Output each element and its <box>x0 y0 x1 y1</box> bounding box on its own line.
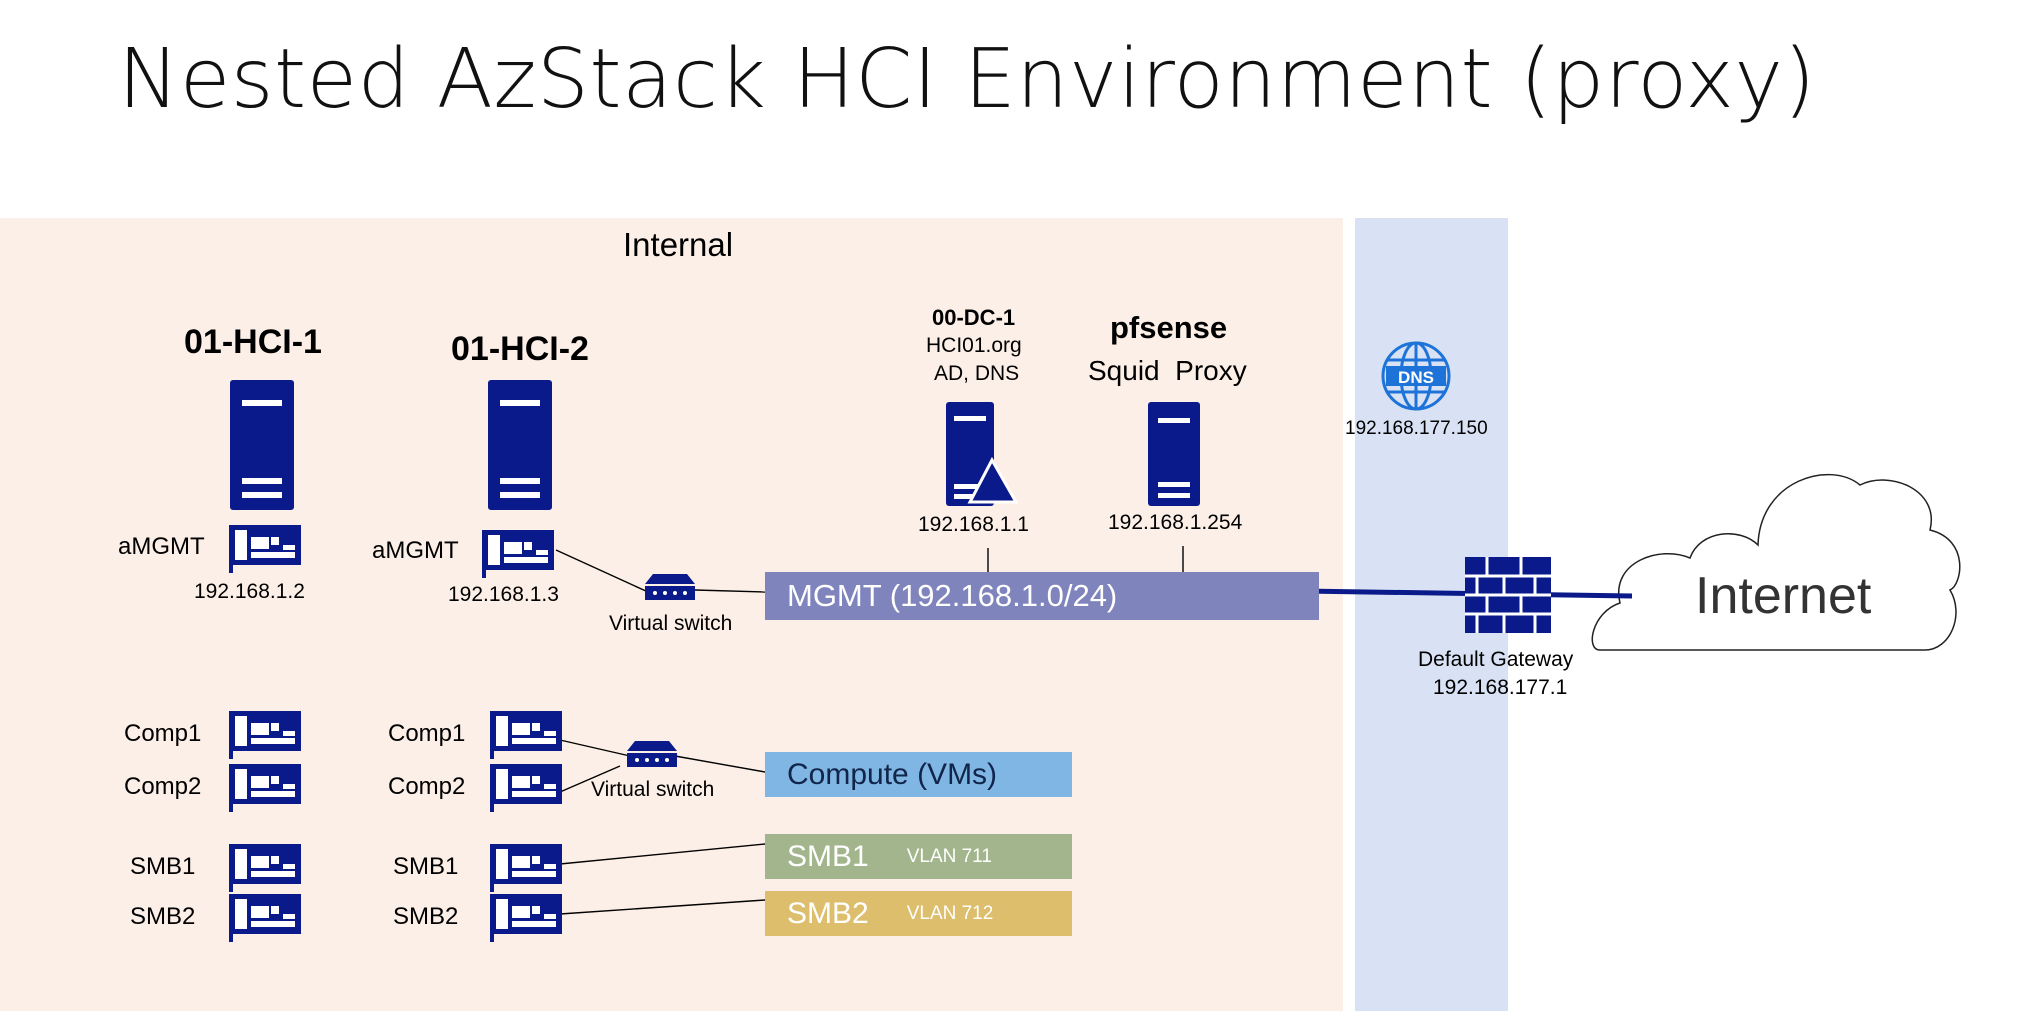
host1-mgmt-ip: 192.168.1.2 <box>194 580 305 603</box>
proxy-ip: 192.168.1.254 <box>1108 511 1243 534</box>
host1-mgmt-nic-icon <box>229 525 301 573</box>
host2-name: 01-HCI-2 <box>451 330 589 368</box>
proxy-server-icon <box>1148 402 1200 506</box>
proxy-name: pfsense <box>1110 310 1228 345</box>
dns-ip: 192.168.177.150 <box>1345 418 1488 439</box>
gateway-ip: 192.168.177.1 <box>1433 676 1568 699</box>
host2-nic-comp2-label: Comp2 <box>388 773 466 800</box>
host2-nic-comp1-label: Comp1 <box>388 720 466 747</box>
mgmt-network-label: MGMT (192.168.1.0/24) <box>787 578 1118 613</box>
host2-mgmt-ip: 192.168.1.3 <box>448 583 559 606</box>
internet-label: Internet <box>1695 567 1872 625</box>
host2-nic-smb1-label: SMB1 <box>393 853 459 880</box>
dc-roles: AD, DNS <box>934 362 1020 385</box>
smb2-network-label: SMB2 <box>787 896 869 930</box>
host1-comp1-nic-icon <box>229 711 301 759</box>
host2-mgmt-nic-icon <box>482 530 554 578</box>
internet-cloud-icon <box>1591 473 1961 651</box>
dc-ip: 192.168.1.1 <box>918 513 1029 536</box>
gateway-label: Default Gateway <box>1418 648 1574 671</box>
host1-name: 01-HCI-1 <box>184 323 322 361</box>
host1-smb2-nic-icon <box>229 894 301 942</box>
host1-nic-smb1-label: SMB1 <box>130 853 196 880</box>
host1-nic-comp1-label: Comp1 <box>124 720 202 747</box>
compute-network-label: Compute (VMs) <box>787 757 998 791</box>
host2-nic-smb2-label: SMB2 <box>393 903 459 930</box>
host1-comp2-nic-icon <box>229 764 301 812</box>
domain-controller-icon <box>946 402 1018 506</box>
host1-server-icon <box>230 380 294 510</box>
internal-zone-label: Internal <box>623 226 734 263</box>
smb1-network: SMB1 VLAN 711 <box>765 834 1072 879</box>
firewall-icon <box>1465 557 1551 633</box>
host2-server-icon <box>488 380 552 510</box>
compute-virtual-switch-icon <box>627 741 677 767</box>
page-title: Nested AzStack HCI Environment (proxy) <box>118 32 1816 127</box>
compute-network: Compute (VMs) <box>765 752 1072 797</box>
dns-icon-text: DNS <box>1398 368 1434 387</box>
host2-comp2-nic-icon <box>490 764 562 812</box>
proxy-service: Squid Proxy <box>1088 355 1247 386</box>
host2-mgmt-label: aMGMT <box>372 537 459 564</box>
host2-comp1-nic-icon <box>490 711 562 759</box>
mgmt-virtual-switch-label: Virtual switch <box>609 612 733 635</box>
mgmt-virtual-switch-icon <box>645 574 695 600</box>
host1-smb1-nic-icon <box>229 844 301 892</box>
host2-smb1-nic-icon <box>490 844 562 892</box>
host1-nic-smb2-label: SMB2 <box>130 903 196 930</box>
smb1-vlan-label: VLAN 711 <box>906 845 992 867</box>
smb2-network: SMB2 VLAN 712 <box>765 891 1072 936</box>
dc-name: 00-DC-1 <box>932 305 1016 330</box>
smb2-vlan-label: VLAN 712 <box>906 902 994 924</box>
smb1-network-label: SMB1 <box>787 839 869 873</box>
host1-nic-comp2-label: Comp2 <box>124 773 202 800</box>
mgmt-network: MGMT (192.168.1.0/24) <box>765 572 1319 620</box>
host1-mgmt-label: aMGMT <box>118 533 205 560</box>
dc-domain: HCI01.org <box>926 334 1022 357</box>
host2-smb2-nic-icon <box>490 894 562 942</box>
dns-globe-icon: DNS <box>1381 341 1451 411</box>
compute-virtual-switch-label: Virtual switch <box>591 778 715 801</box>
